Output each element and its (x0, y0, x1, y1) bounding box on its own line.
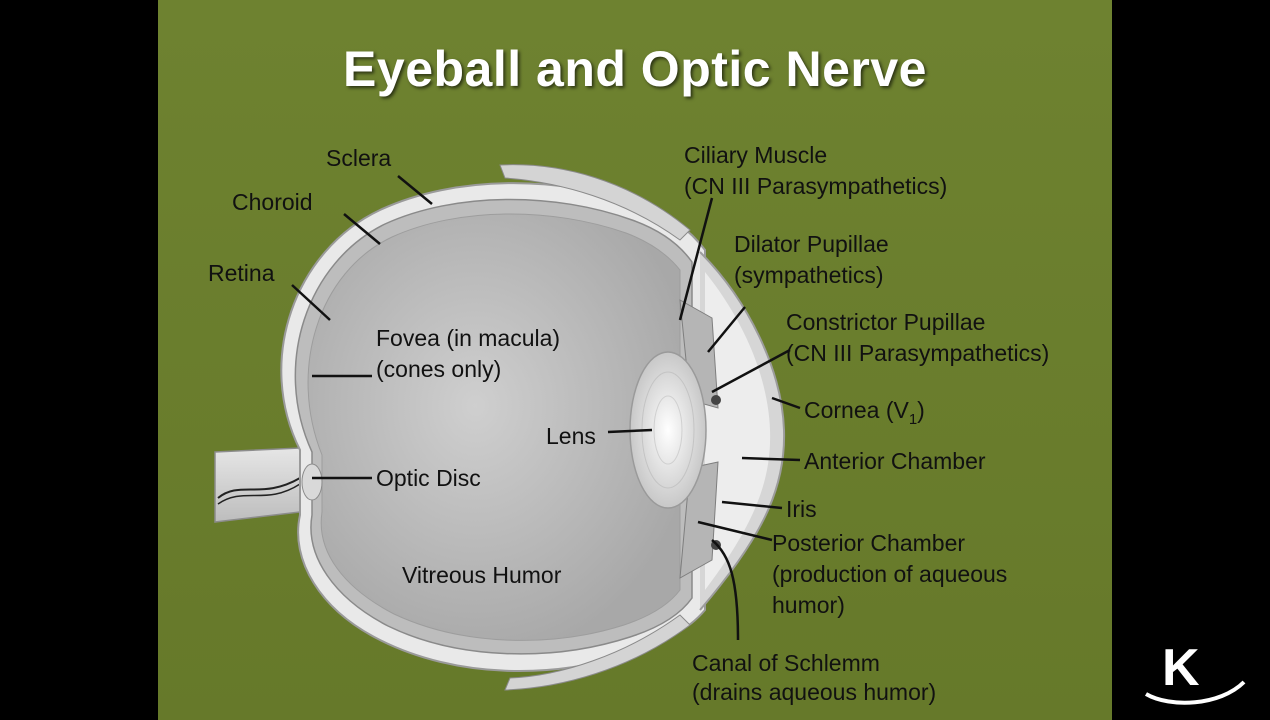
label-cornea-main: Cornea (V (804, 397, 909, 423)
label-fovea-note: (cones only) (376, 356, 501, 382)
label-constrictor-pupillae: Constrictor Pupillae (786, 309, 985, 335)
label-posterior-chamber: Posterior Chamber (772, 530, 965, 556)
label-iris: Iris (786, 496, 817, 522)
label-choroid: Choroid (232, 189, 313, 215)
label-posterior-note-2: humor) (772, 592, 845, 618)
leader-lines (291, 175, 801, 641)
label-dilator-note: (sympathetics) (734, 262, 884, 288)
slide-title: Eyeball and Optic Nerve (343, 41, 927, 97)
label-retina: Retina (208, 260, 275, 286)
eyeball (280, 182, 706, 672)
label-sclera: Sclera (326, 145, 391, 171)
label-cornea-sub: 1 (909, 411, 917, 428)
label-dilator-pupillae: Dilator Pupillae (734, 231, 889, 257)
label-optic-disc: Optic Disc (376, 465, 481, 491)
label-posterior-note-1: (production of aqueous (772, 561, 1007, 587)
label-cornea: Cornea (V1) (804, 397, 925, 428)
label-lens: Lens (546, 423, 596, 449)
optic-nerve (214, 447, 301, 523)
label-constrictor-note: (CN III Parasympathetics) (786, 340, 1049, 366)
label-canal-of-schlemm: Canal of Schlemm (692, 650, 880, 676)
label-vitreous-humor: Vitreous Humor (402, 562, 562, 588)
label-anterior-chamber: Anterior Chamber (804, 448, 986, 474)
label-cornea-close: ) (917, 397, 925, 423)
lower-lid (504, 614, 691, 691)
label-ciliary-note: (CN III Parasympathetics) (684, 173, 947, 199)
k-logo: K (1140, 638, 1250, 708)
label-fovea: Fovea (in macula) (376, 325, 560, 351)
logo-letter: K (1162, 639, 1200, 697)
logo-swoosh-icon (1144, 680, 1246, 705)
label-ciliary-muscle: Ciliary Muscle (684, 142, 827, 168)
label-schlemm-note: (drains aqueous humor) (692, 679, 936, 705)
upper-lid (499, 164, 691, 241)
